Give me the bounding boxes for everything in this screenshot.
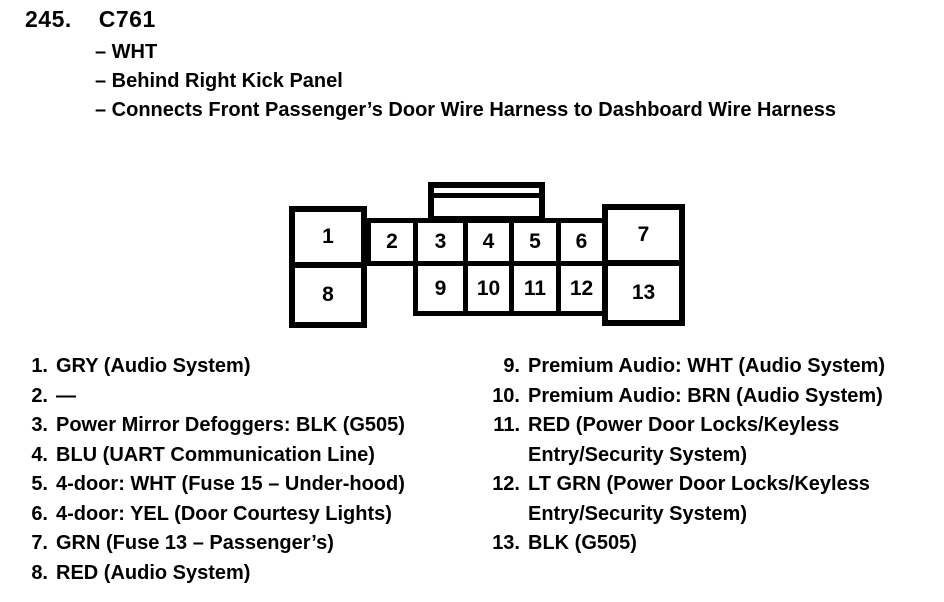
legend-number: 10.	[492, 384, 520, 407]
pin-cell-12: 12	[556, 261, 607, 316]
pin-cell-1: 1	[289, 206, 367, 268]
legend-text: 4-door: YEL (Door Courtesy Lights)	[56, 502, 392, 525]
legend-text: —	[56, 384, 76, 407]
legend-text: Premium Audio: WHT (Audio System)	[528, 355, 886, 377]
pin-number: 4	[482, 230, 495, 253]
legend-row: 4. BLU (UART Communication Line)	[30, 441, 476, 471]
legend-number: 12.	[492, 473, 520, 495]
pin-legend-left: 1. GRY (Audio System) 2. — 3. Power Mirr…	[30, 352, 476, 588]
pin-number: 6	[575, 230, 588, 253]
legend-number: 13.	[492, 532, 520, 554]
legend-text: RED (Audio System)	[56, 561, 251, 584]
latch-band	[434, 193, 539, 198]
pin-cell-11: 11	[509, 261, 561, 316]
legend-row: 6. 4-door: YEL (Door Courtesy Lights)	[30, 500, 476, 530]
pin-number: 12	[569, 276, 594, 300]
legend-text: BLK (G505)	[528, 532, 637, 554]
legend-number: 3.	[31, 414, 48, 436]
legend-row: 11. RED (Power Door Locks/Keyless Entry/…	[490, 411, 928, 470]
legend-text: RED (Power Door Locks/Keyless Entry/Secu…	[528, 414, 840, 466]
legend-row: 9. Premium Audio: WHT (Audio System)	[490, 352, 928, 382]
pin-cell-5: 5	[509, 218, 561, 266]
pin-cell-10: 10	[463, 261, 514, 316]
connector-id: C761	[98, 6, 156, 32]
detail-line-color: – WHT	[95, 41, 158, 63]
pin-cell-9: 9	[413, 261, 468, 316]
legend-text: BLU (UART Communication Line)	[56, 443, 375, 466]
pin-number: 2	[386, 230, 398, 253]
pin-cell-2: 2	[366, 218, 418, 266]
legend-text: GRY (Audio System)	[56, 355, 251, 377]
pin-cell-13: 13	[602, 260, 685, 326]
pin-cell-3: 3	[413, 218, 468, 266]
legend-number: 2.	[31, 384, 48, 407]
legend-row: 13. BLK (G505)	[490, 529, 928, 559]
item-number: 245.	[25, 6, 72, 32]
legend-number: 5.	[31, 473, 48, 495]
pin-number: 13	[631, 281, 656, 304]
legend-number: 11.	[493, 414, 520, 436]
pin-number: 3	[434, 230, 447, 253]
pin-number: 9	[434, 276, 447, 300]
pin-cell-8: 8	[289, 262, 367, 328]
legend-row: 1. GRY (Audio System)	[30, 352, 476, 382]
legend-row: 7. GRN (Fuse 13 – Passenger’s)	[30, 529, 476, 559]
detail-line-function: – Connects Front Passenger’s Door Wire H…	[95, 99, 836, 121]
legend-row: 3. Power Mirror Defoggers: BLK (G505)	[30, 411, 476, 441]
connector-latch-tab	[428, 182, 545, 222]
connector-diagram: 1 8 2 3 4 5 6 7 9 10 11 12 13	[289, 182, 685, 328]
legend-row: 5. 4-door: WHT (Fuse 15 – Under-hood)	[30, 470, 476, 500]
pin-cell-7: 7	[602, 204, 685, 266]
connector-details: – WHT – Behind Right Kick Panel – Connec…	[95, 38, 915, 125]
legend-number: 8.	[31, 561, 48, 584]
pin-legend-right: 9. Premium Audio: WHT (Audio System) 10.…	[490, 352, 928, 559]
page-title: 245. C761	[25, 6, 156, 33]
legend-number: 4.	[31, 443, 48, 466]
legend-text: LT GRN (Power Door Locks/Keyless Entry/S…	[528, 473, 870, 525]
legend-row: 2. —	[30, 382, 476, 412]
legend-row: 8. RED (Audio System)	[30, 559, 476, 589]
legend-number: 7.	[31, 532, 48, 554]
legend-text: Premium Audio: BRN (Audio System)	[528, 384, 883, 407]
detail-line-location: – Behind Right Kick Panel	[95, 70, 343, 92]
legend-text: 4-door: WHT (Fuse 15 – Under-hood)	[56, 473, 405, 495]
pin-number: 8	[322, 283, 334, 306]
pin-number: 10	[476, 276, 501, 300]
pin-number: 7	[637, 223, 650, 246]
legend-number: 9.	[503, 355, 520, 377]
legend-row: 12. LT GRN (Power Door Locks/Keyless Ent…	[490, 470, 928, 529]
pin-cell-6: 6	[556, 218, 607, 266]
pin-number: 5	[529, 230, 541, 253]
legend-row: 10. Premium Audio: BRN (Audio System)	[490, 382, 928, 412]
pin-number: 11	[523, 276, 547, 300]
legend-number: 6.	[31, 502, 48, 525]
legend-text: GRN (Fuse 13 – Passenger’s)	[56, 532, 334, 554]
legend-text: Power Mirror Defoggers: BLK (G505)	[56, 414, 405, 436]
legend-number: 1.	[31, 355, 48, 377]
pin-cell-4: 4	[463, 218, 514, 266]
pin-number: 1	[322, 225, 334, 248]
